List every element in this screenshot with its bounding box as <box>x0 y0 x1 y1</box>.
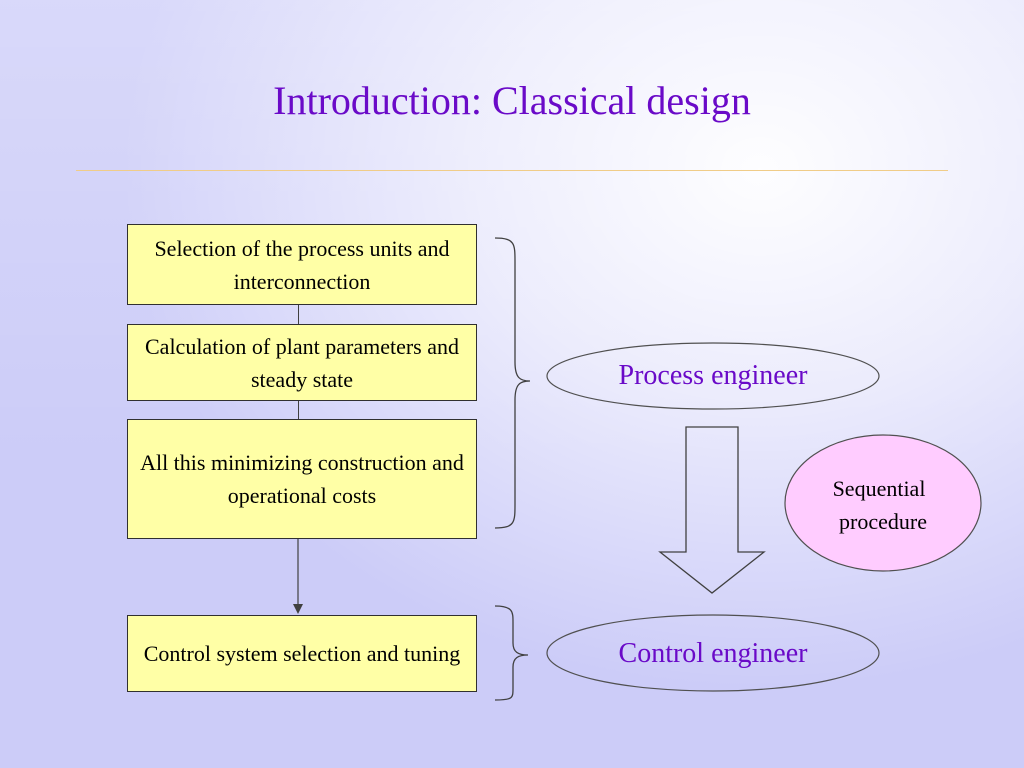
sequential-label-line1: Sequential <box>832 476 926 501</box>
step-box-calculation: Calculation of plant parameters and stea… <box>127 324 477 401</box>
sequential-procedure-label: Sequential procedure <box>785 472 981 538</box>
step-box-selection: Selection of the process units and inter… <box>127 224 477 305</box>
control-engineer-label: Control engineer <box>618 638 808 669</box>
sequential-label-line2: procedure <box>839 509 927 534</box>
control-brace-icon <box>494 605 529 701</box>
step-text-selection: Selection of the process units and inter… <box>154 235 461 294</box>
title-divider <box>76 170 948 171</box>
step-text-calculation: Calculation of plant parameters and stea… <box>145 333 465 392</box>
down-arrow-to-control-step <box>293 539 303 614</box>
control-engineer-ellipse <box>546 614 880 692</box>
slide-title: Introduction: Classical design <box>273 78 751 123</box>
step-box-control: Control system selection and tuning <box>127 615 477 692</box>
step-text-minimizing: All this minimizing construction and ope… <box>140 450 470 508</box>
process-brace-icon <box>494 237 531 529</box>
process-engineer-label: Process engineer <box>618 360 808 391</box>
process-engineer-ellipse <box>546 342 880 410</box>
big-down-arrow-icon <box>658 426 766 594</box>
connector-line-1 <box>298 305 299 324</box>
step-text-control: Control system selection and tuning <box>143 641 461 666</box>
step-box-minimizing: All this minimizing construction and ope… <box>127 419 477 539</box>
connector-line-2 <box>298 401 299 419</box>
sequential-procedure-ellipse <box>784 434 982 572</box>
